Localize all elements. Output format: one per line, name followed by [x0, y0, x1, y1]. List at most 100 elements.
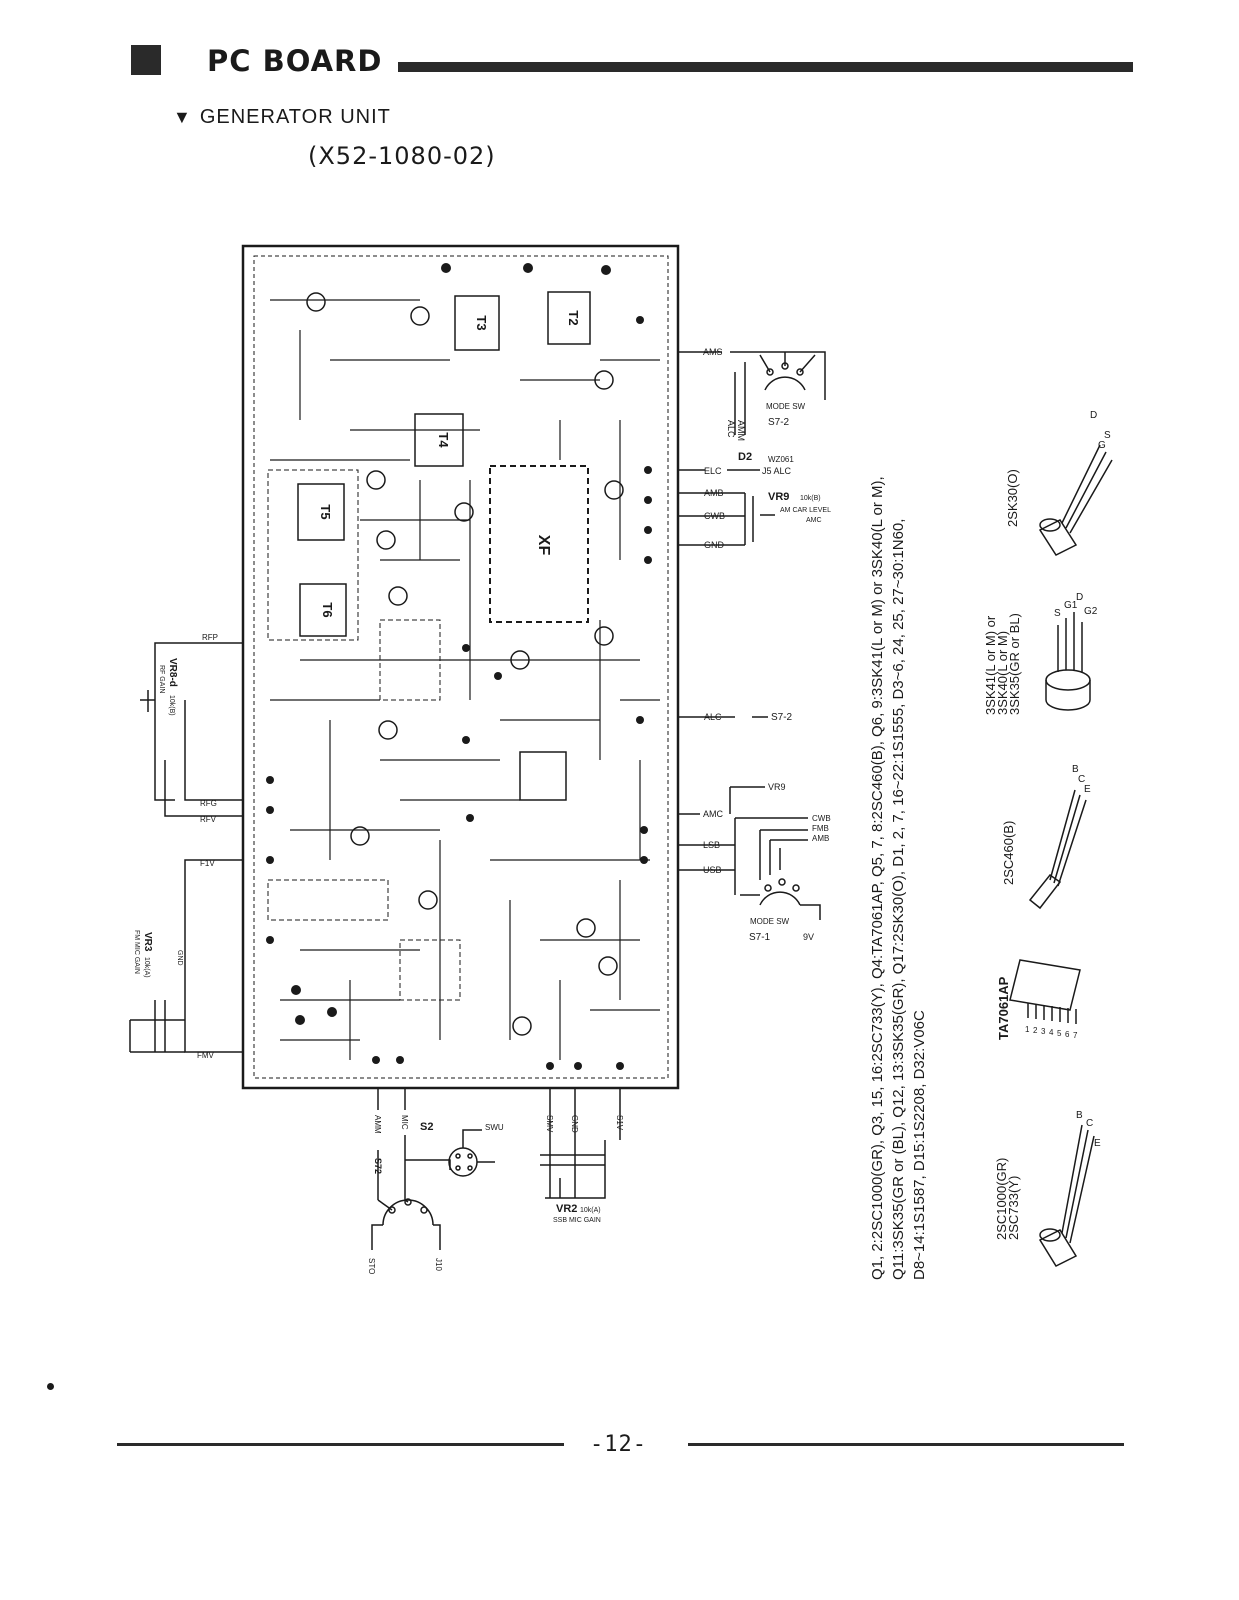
elc-label: ELC	[704, 466, 722, 476]
s7-2-label: S7-2	[768, 417, 790, 428]
pin-ta-6: 6	[1065, 1030, 1070, 1039]
rfv-label: RFV	[200, 815, 217, 824]
f1v-label: F1V	[200, 859, 215, 868]
mic-bottom-label: MIC	[400, 1115, 409, 1130]
s72-label: S72	[373, 1158, 383, 1174]
pin-ta-2: 2	[1033, 1026, 1038, 1035]
vr2-label: VR2	[556, 1203, 577, 1215]
amb-line-label: AMB	[704, 488, 724, 498]
rfg-label: RFG	[200, 799, 217, 808]
t6-label: T6	[320, 602, 335, 617]
header-block	[131, 45, 161, 75]
mode-sw-caption-1: MODE SW	[766, 402, 806, 411]
2sc460-package	[1028, 789, 1087, 910]
pin-ta-3: 3	[1041, 1027, 1046, 1036]
pin-3sk-d: D	[1076, 592, 1083, 603]
j10-label: J10	[434, 1258, 443, 1271]
semiconductor-line-2: Q11:3SK35(GR or (BL), Q12, 13:3SK35(GR),…	[890, 519, 907, 1280]
vr3-rating: 10k(A)	[143, 957, 150, 978]
t3-label: T3	[474, 315, 489, 330]
ams-terminal-label: AMS	[703, 347, 723, 357]
amb-right-label: AMB	[812, 834, 829, 843]
smv-label: SMV	[545, 1115, 554, 1133]
fmb-right-label: FMB	[812, 824, 829, 833]
section-subtitle: ▼ GENERATOR UNIT	[173, 106, 391, 129]
vr8-desc: RF GAIN	[158, 665, 165, 693]
cwb-line-label: CWB	[704, 511, 725, 521]
page-number: -12-	[590, 1432, 647, 1457]
comp-2sk30-name: 2SK30(O)	[1005, 469, 1020, 527]
vr9-line-label: VR9	[768, 782, 786, 792]
pin-3sk-g2: G2	[1084, 606, 1098, 617]
vr8-rating: 10k(B)	[168, 695, 175, 716]
pin-2sk30-g: G	[1098, 440, 1106, 451]
sto-label: STO	[367, 1258, 376, 1274]
vr2-desc: SSB MIC GAIN	[553, 1217, 601, 1224]
pin-2sc1000-c: C	[1086, 1118, 1093, 1129]
header-rule	[398, 62, 1133, 72]
comp-ta7061ap-name: TA7061AP	[996, 976, 1011, 1040]
usb-line-label: USB	[703, 865, 722, 875]
vr2-rating: 10k(A)	[580, 1207, 601, 1214]
3sk41-package	[1045, 612, 1091, 711]
s7-2-line-label: S7-2	[771, 712, 793, 723]
amm-bottom-label: AMM	[373, 1115, 382, 1134]
s2-label: S2	[420, 1121, 433, 1133]
cwb-right-label: CWB	[812, 814, 831, 823]
semiconductor-line-3: D8~14:1S1587, D15:1S2208, D32:V06C	[911, 1010, 928, 1280]
j5-alc-label: J5 ALC	[762, 466, 792, 476]
alc-label-s72: ALC	[726, 420, 736, 438]
semiconductor-line-1: Q1, 2:2SC1000(GR), Q3, 15, 16:2SC733(Y),…	[869, 476, 886, 1280]
pin-ta-4: 4	[1049, 1028, 1054, 1037]
lsb-line-label: LSB	[703, 840, 720, 850]
pin-2sc1000-e: E	[1094, 1138, 1101, 1149]
pin-2sk30-s: S	[1104, 430, 1111, 441]
vr9-rating: 10k(B)	[800, 495, 821, 502]
vr9-label: VR9	[768, 491, 789, 503]
stray-dot	[47, 1383, 54, 1390]
vr3-desc: FM MIC GAIN	[133, 930, 140, 974]
vr9-desc: AM CAR LEVEL	[780, 507, 831, 514]
s7-1-label: S7-1	[749, 932, 771, 943]
t5-label: T5	[318, 504, 333, 519]
comp-2sc1000-name: 2SC1000(GR)2SC733(Y)	[994, 1158, 1021, 1240]
pin-2sc1000-b: B	[1076, 1110, 1083, 1121]
comp-2sc460-name: 2SC460(B)	[1001, 821, 1016, 885]
pin-3sk-s: S	[1054, 608, 1061, 619]
t4-label: T4	[436, 432, 451, 448]
section-subtitle-text: GENERATOR UNIT	[199, 106, 391, 128]
gnd-bottom-label: GND	[570, 1115, 579, 1133]
comp-3sk-name: 3SK41(L or M) or3SK40(L or M)3SK35(GR or…	[983, 613, 1022, 715]
2sc1000-package	[1038, 1124, 1095, 1267]
part-number: (X52-1080-02)	[308, 142, 496, 170]
page-title: PC BOARD	[207, 44, 383, 78]
vr3-label: VR3	[142, 932, 153, 952]
2sk30-package	[1038, 444, 1113, 556]
d2-label: D2	[738, 451, 752, 463]
mode-sw-caption-2: MODE SW	[750, 917, 790, 926]
triangle-icon: ▼	[173, 107, 192, 127]
vr8-label: VR8-d	[167, 658, 178, 687]
fmv-label: FMV	[197, 1051, 215, 1060]
footer-rule-right	[688, 1443, 1124, 1446]
t2-label: T2	[566, 310, 581, 325]
s1v-label: S1V	[615, 1115, 624, 1131]
gnd-left-label: GND	[176, 950, 183, 966]
rfp-label: RFP	[202, 633, 218, 642]
pin-2sc460-c: C	[1078, 774, 1085, 785]
pin-2sc460-e: E	[1084, 784, 1091, 795]
pc-board	[241, 244, 680, 1090]
alc-line-label: ALC	[704, 712, 722, 722]
swu-label: SWU	[485, 1123, 504, 1132]
pin-2sc460-b: B	[1072, 764, 1079, 775]
xf-label: XF	[535, 535, 552, 556]
amm-label-s72: AMM	[736, 420, 746, 441]
wz061-label: WZ061	[768, 455, 794, 464]
pin-ta-1: 1	[1025, 1025, 1030, 1034]
pin-2sk30-d: D	[1090, 410, 1097, 421]
amc-line-label: AMC	[703, 809, 724, 819]
footer-rule-left	[117, 1443, 564, 1446]
9v-label: 9V	[803, 932, 814, 942]
pin-3sk-g1: G1	[1064, 600, 1078, 611]
